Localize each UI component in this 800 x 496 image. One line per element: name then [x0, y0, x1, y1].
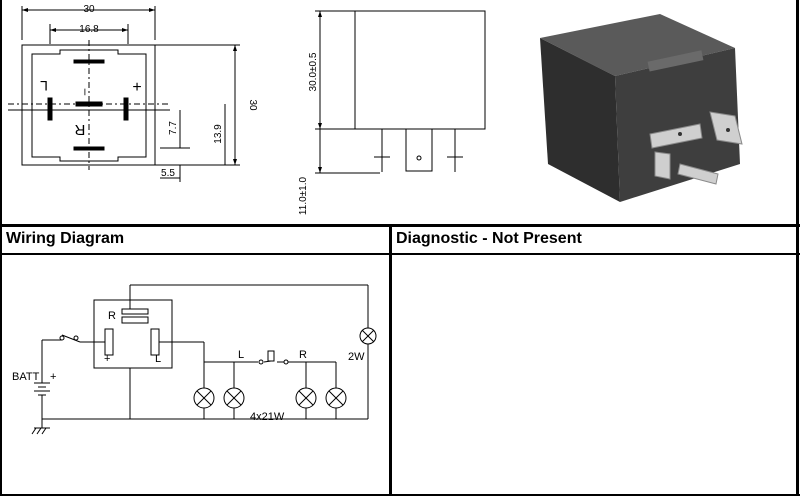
relay-plus-label: + — [104, 353, 110, 365]
dim-pin-11-0: 11.0±1.0 — [298, 177, 309, 216]
wiring-diagram: BATT + R + L L R 2W 4x21W — [12, 284, 377, 435]
border-header-bottom — [0, 253, 800, 255]
relay-r-label: R — [108, 310, 116, 322]
dim-13-9: 13.9 — [213, 124, 224, 144]
border-bottom — [0, 494, 800, 496]
pin-label-r: R — [74, 121, 85, 138]
relay-photo — [540, 14, 743, 202]
pin-label-l: L — [40, 78, 48, 94]
dim-16-8: 16.8 — [79, 24, 99, 35]
relay-l-label: L — [155, 353, 161, 365]
pin-label-plus: + — [132, 79, 141, 96]
front-view-drawing: 30 16.8 30 13.9 7.7 5.5 L + – R — [8, 4, 258, 182]
dim-7-7: 7.7 — [168, 121, 179, 135]
dim-height-30: 30 — [247, 99, 258, 111]
border-top-row-bottom — [0, 224, 800, 227]
lamps-4x21w-label: 4x21W — [250, 411, 285, 423]
side-view-drawing: 30.0±0.5 11.0±1.0 — [298, 10, 486, 216]
switch-r-label: R — [299, 349, 307, 361]
dim-5-5: 5.5 — [161, 168, 175, 179]
batt-label: BATT — [12, 371, 40, 383]
lamp-2w-label: 2W — [348, 351, 365, 363]
switch-l-label: L — [238, 349, 244, 361]
batt-plus-label: + — [50, 371, 56, 383]
dim-width-30: 30 — [83, 4, 95, 15]
border-right — [796, 0, 799, 496]
wiring-diagram-header: Wiring Diagram — [6, 230, 125, 247]
diagnostic-header: Diagnostic - Not Present — [396, 230, 582, 247]
dim-height-30-0: 30.0±0.5 — [308, 52, 319, 91]
border-middle — [389, 224, 392, 496]
lamp-group — [193, 387, 347, 409]
pin-label-top: – — [79, 89, 93, 96]
border-left — [0, 0, 2, 496]
